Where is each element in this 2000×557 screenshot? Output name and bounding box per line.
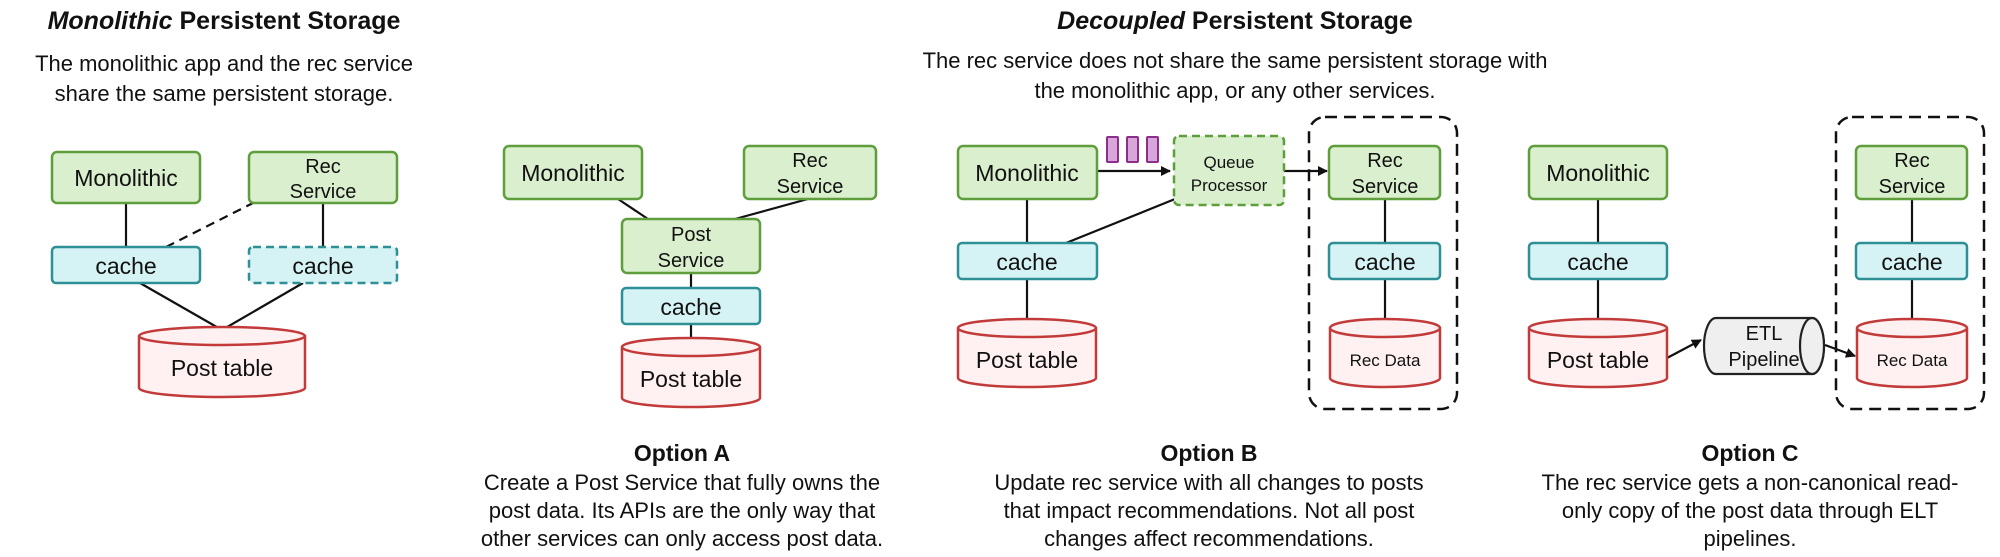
option-b-desc-2: that impact recommendations. Not all pos… xyxy=(1004,498,1415,523)
option-c-heading: Option C xyxy=(1701,440,1798,466)
b-queue-processor-label-1: Queue xyxy=(1203,153,1254,172)
right-subtitle-line-1: The rec service does not share the same … xyxy=(923,48,1548,73)
monolithic-label: Monolithic xyxy=(74,165,178,191)
a-post-service-label-2: Service xyxy=(658,250,725,272)
post-table-label: Post table xyxy=(171,355,273,381)
c-monolithic-label: Monolithic xyxy=(1546,160,1650,186)
c-cache-node xyxy=(1527,241,1669,281)
b-rec-data-cylinder xyxy=(1328,317,1442,389)
option-c-desc-3: pipelines. xyxy=(1704,526,1797,551)
option-a-desc-1: Create a Post Service that fully owns th… xyxy=(484,470,880,495)
option-a-desc-3: other services can only access post data… xyxy=(481,526,883,551)
a-rec-service-node xyxy=(742,144,878,201)
c-monolithic-node xyxy=(1527,144,1669,201)
left-title: Monolithic Persistent Storage xyxy=(48,7,401,35)
c-rec-cache-label: cache xyxy=(1881,249,1942,275)
c-rec-boundary xyxy=(1834,115,1986,411)
a-rec-service-label-2: Service xyxy=(777,176,844,198)
link-b-cache-queue xyxy=(1065,197,1176,245)
cache-node xyxy=(50,245,202,285)
link-cache2-posttable xyxy=(221,282,304,331)
option-a-heading: Option A xyxy=(634,440,730,466)
b-rec-boundary xyxy=(1307,115,1459,411)
b-monolithic-node xyxy=(956,144,1099,201)
arrow-c-etl-recdata xyxy=(1824,343,1856,358)
b-rec-cache-label: cache xyxy=(1354,249,1415,275)
c-etl-label-1: ETL xyxy=(1746,323,1783,345)
b-cache-label: cache xyxy=(996,249,1057,275)
b-message-2 xyxy=(1126,136,1139,163)
link-a-rec-post xyxy=(734,197,809,221)
arrow-c-table-etl xyxy=(1666,339,1702,359)
link-a-monolithic-post xyxy=(617,198,649,220)
link-cache-rec-dashed xyxy=(165,202,254,248)
c-rec-cache-node xyxy=(1854,241,1969,281)
a-post-table-label: Post table xyxy=(640,366,742,392)
a-post-service-label-1: Post xyxy=(671,224,711,246)
c-post-table-cylinder xyxy=(1527,317,1669,389)
c-etl-pipeline-cylinder xyxy=(1702,316,1826,376)
b-queue-processor-label-2: Processor xyxy=(1191,176,1268,195)
b-message-3 xyxy=(1146,136,1159,163)
b-monolithic-label: Monolithic xyxy=(975,160,1079,186)
a-post-service-node xyxy=(620,217,762,275)
b-cache-node xyxy=(956,241,1099,281)
b-rec-service-label-1: Rec xyxy=(1367,150,1403,172)
rec-service-label-2: Service xyxy=(290,181,357,203)
left-subtitle-line-2: share the same persistent storage. xyxy=(55,81,394,106)
b-rec-cache-node xyxy=(1327,241,1442,281)
cache-label: cache xyxy=(95,253,156,279)
b-rec-service-label-2: Service xyxy=(1352,176,1419,198)
a-monolithic-label: Monolithic xyxy=(521,160,625,186)
b-post-table-label: Post table xyxy=(976,347,1078,373)
b-rec-service-node xyxy=(1327,144,1442,201)
c-rec-service-node xyxy=(1854,144,1969,201)
option-c-desc-1: The rec service gets a non-canonical rea… xyxy=(1542,470,1959,495)
right-title: Decoupled Persistent Storage xyxy=(1057,7,1413,35)
post-table-cylinder xyxy=(137,325,307,399)
a-rec-service-label-1: Rec xyxy=(792,150,828,172)
cache-dashed-label: cache xyxy=(292,253,353,279)
c-cache-label: cache xyxy=(1567,249,1628,275)
b-queue-processor-node xyxy=(1172,134,1286,207)
b-rec-data-label: Rec Data xyxy=(1350,351,1421,370)
c-rec-service-label-1: Rec xyxy=(1894,150,1930,172)
rec-service-node xyxy=(247,150,399,205)
b-message-1 xyxy=(1106,136,1119,163)
left-subtitle-line-1: The monolithic app and the rec service xyxy=(35,51,413,76)
a-cache-node xyxy=(620,286,762,326)
b-post-table-cylinder xyxy=(956,317,1098,389)
c-post-table-label: Post table xyxy=(1547,347,1649,373)
option-a-desc-2: post data. Its APIs are the only way tha… xyxy=(489,498,875,523)
a-post-table-cylinder xyxy=(620,336,762,409)
option-b-desc-3: changes affect recommendations. xyxy=(1044,526,1374,551)
option-b-heading: Option B xyxy=(1160,440,1257,466)
monolithic-node xyxy=(50,150,202,205)
c-rec-service-label-2: Service xyxy=(1879,176,1946,198)
cache-dashed-node xyxy=(247,245,399,285)
c-etl-label-2: Pipeline xyxy=(1728,349,1799,371)
option-b-desc-1: Update rec service with all changes to p… xyxy=(994,470,1423,495)
a-monolithic-node xyxy=(502,144,644,201)
c-rec-data-label: Rec Data xyxy=(1877,351,1948,370)
option-c-desc-2: only copy of the post data through ELT xyxy=(1562,498,1938,523)
c-rec-data-cylinder xyxy=(1855,317,1969,389)
right-subtitle-line-2: the monolithic app, or any other service… xyxy=(1034,78,1435,103)
link-cache-posttable xyxy=(139,282,223,331)
a-cache-label: cache xyxy=(660,294,721,320)
rec-service-label-1: Rec xyxy=(305,156,341,178)
